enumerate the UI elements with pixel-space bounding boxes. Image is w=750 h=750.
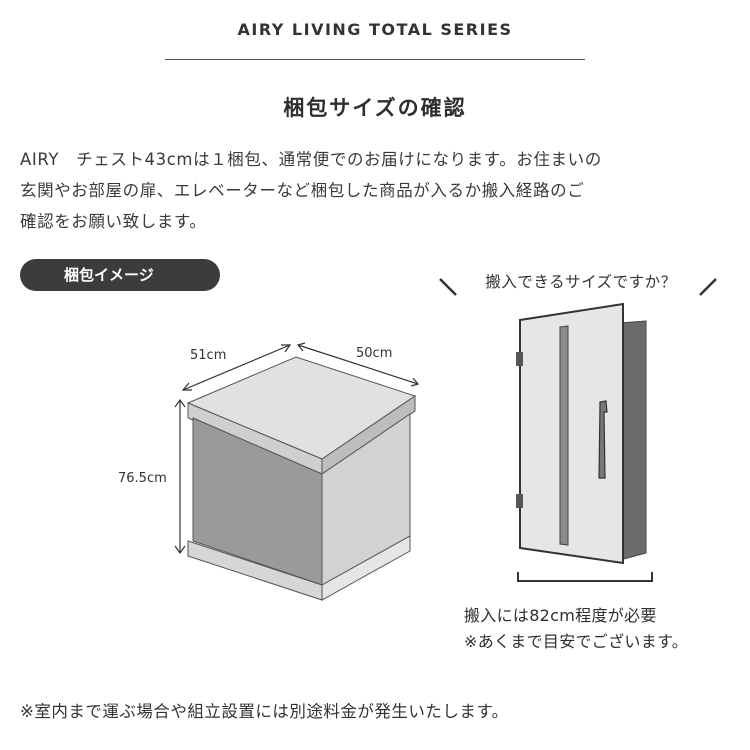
package-depth-label: 50cm: [356, 346, 393, 361]
package-height-label: 76.5cm: [118, 471, 167, 486]
question-right-slash: [699, 278, 717, 296]
package-width-label: 51cm: [190, 348, 227, 363]
height-dimension: [174, 398, 186, 555]
door-width-bracket: [517, 572, 653, 582]
door-question: 搬入できるサイズですか？: [485, 273, 677, 291]
box-lid-right: [321, 395, 416, 475]
title-divider: [165, 59, 585, 60]
door-hinge-bottom: [516, 494, 523, 508]
intro-line-3: 確認をお願い致します。: [20, 212, 207, 231]
intro-line-1: AIRY チェスト43cmは１梱包、通常便でのお届けになります。お住まいの: [20, 150, 602, 169]
door-hinge-top: [516, 352, 523, 366]
door-handle: [598, 400, 608, 479]
door-panel: [519, 302, 624, 565]
door-illustration: [516, 302, 647, 565]
box-base-right: [321, 535, 411, 601]
door-required-note: 搬入には82cm程度が必要: [464, 606, 657, 625]
width-dimension: [181, 344, 292, 391]
intro-text: AIRY チェスト43cmは１梱包、通常便でのお届けになります。お住まいの 玄関…: [20, 144, 740, 237]
page-title: 梱包サイズの確認: [283, 96, 467, 120]
door-window-strip: [559, 325, 569, 546]
door-disclaimer: ※あくまで目安でございます。: [464, 632, 689, 651]
footer-note: ※室内まで運ぶ場合や組立設置には別途料金が発生いたします。: [20, 702, 509, 721]
series-title: AIRY LIVING TOTAL SERIES: [237, 20, 513, 39]
package-box-illustration: [186, 356, 417, 601]
intro-line-2: 玄関やお部屋の扉、エレベーターなど梱包した商品が入るか搬入経路のご: [20, 181, 585, 200]
depth-dimension: [296, 342, 420, 387]
package-image-label: 梱包イメージ: [20, 259, 220, 291]
question-left-slash: [439, 278, 457, 296]
